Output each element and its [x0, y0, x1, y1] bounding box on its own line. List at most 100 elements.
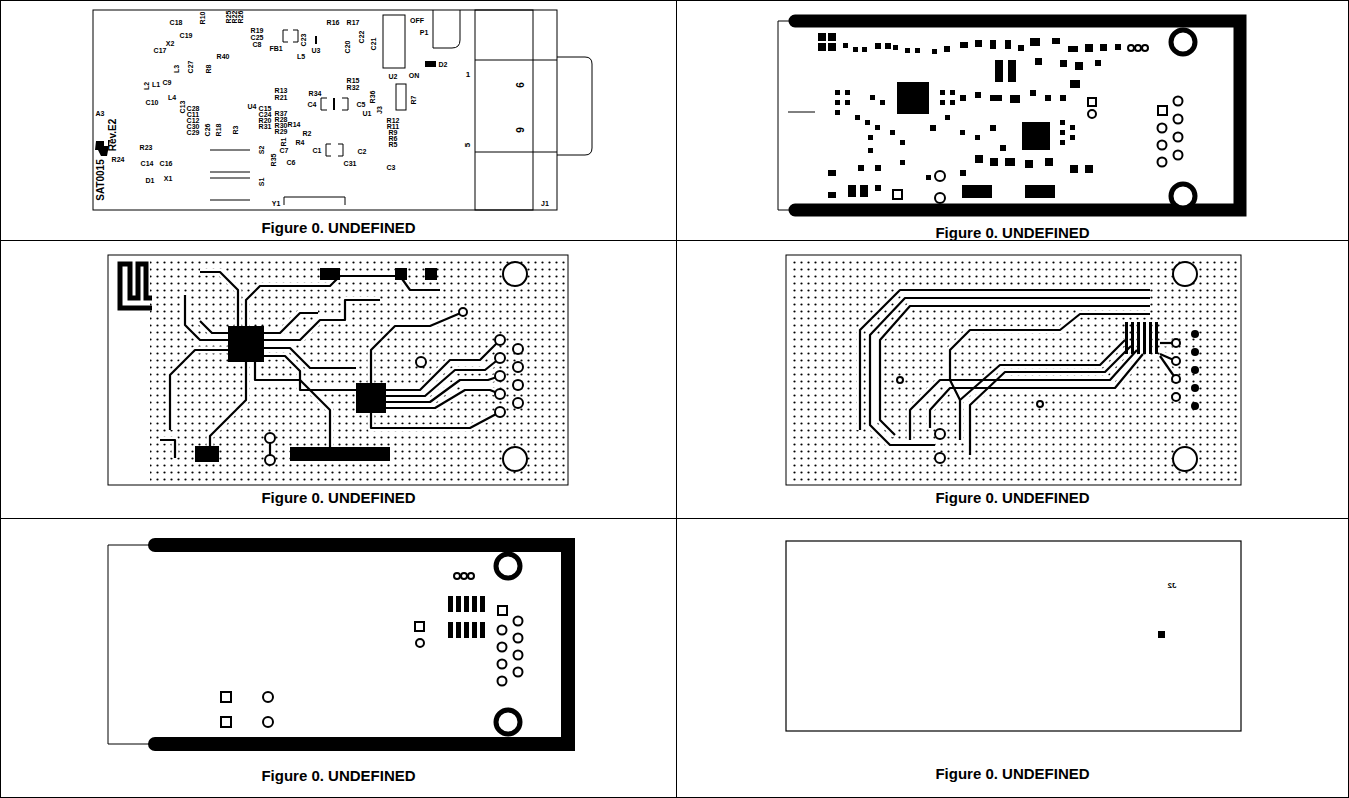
solder-pad	[1060, 130, 1065, 135]
solder-pad	[900, 160, 905, 165]
reference-designator: C23	[300, 34, 307, 47]
copper-trace	[170, 350, 228, 430]
reference-designator: S1	[258, 178, 265, 187]
reference-designator: R26	[237, 11, 244, 24]
figure-cell: Figure 0. UNDEFINED	[676, 518, 1349, 798]
solder-pad	[835, 90, 840, 95]
solder-pad	[990, 125, 996, 131]
silkscreen-outline	[321, 98, 327, 110]
reference-designator: C5	[357, 101, 366, 108]
reference-designator: R24	[112, 156, 125, 163]
ic-package	[897, 82, 929, 114]
figure-caption: Figure 0. UNDEFINED	[1, 768, 676, 784]
reference-designator: R11	[387, 123, 399, 130]
ic-package	[356, 383, 386, 413]
copper-pour	[790, 258, 1238, 482]
solder-pad	[464, 596, 469, 612]
solder-pad	[893, 45, 898, 50]
copper-trace	[386, 390, 500, 408]
connector-pad	[1158, 158, 1167, 167]
connector-pad	[1125, 322, 1128, 354]
connector-pad	[1128, 45, 1134, 51]
silkscreen-outline	[475, 10, 533, 210]
reference-designator: OFF	[410, 17, 424, 24]
figure-cell: Figure 0. UNDEFINED	[676, 240, 1349, 519]
mounting-hole	[459, 308, 467, 316]
connector-pad	[1088, 110, 1096, 118]
copper-trace	[371, 412, 500, 428]
solder-pad	[845, 100, 850, 105]
solder-pad	[1030, 38, 1040, 46]
silkscreen-outline	[475, 60, 557, 61]
reference-designator: D2	[439, 61, 448, 68]
board-outline	[786, 541, 1241, 731]
copper-trace	[269, 443, 271, 455]
solder-pad	[464, 622, 469, 638]
connector-pad	[1125, 322, 1199, 410]
mounting-hole	[513, 344, 523, 354]
reference-designator: R16	[327, 19, 340, 26]
copper-trace	[386, 340, 500, 390]
solder-pad	[480, 622, 485, 638]
connector-pad	[1191, 402, 1199, 410]
figure-caption: Figure 0. UNDEFINED	[677, 766, 1348, 782]
mounting-hole	[495, 407, 505, 417]
ic-package	[195, 268, 437, 462]
reference-designator: Y1	[272, 200, 281, 207]
copper-trace	[264, 300, 380, 340]
silkscreen-outline	[210, 172, 250, 173]
solder-pad	[828, 43, 836, 51]
reference-designator: D1	[146, 177, 155, 184]
reference-designator: R28	[275, 116, 288, 123]
copper-trace	[970, 346, 1131, 455]
connector-pad	[514, 651, 523, 660]
solder-pad	[1060, 140, 1065, 145]
connector-pad	[221, 717, 231, 727]
solder-pad	[962, 185, 992, 198]
mounting-hole	[1173, 447, 1197, 471]
solder-pad	[990, 40, 996, 49]
mounting-hole	[495, 389, 505, 399]
connector-pad	[1158, 124, 1167, 133]
solder-pad	[818, 33, 1121, 198]
reference-designator: R3	[232, 126, 239, 135]
connector-pad	[1088, 98, 1096, 106]
connector-pad	[935, 193, 945, 203]
copper-trace	[930, 354, 1143, 428]
silkscreen-outline	[475, 152, 557, 153]
reference-designator: J3	[376, 106, 383, 114]
mounting-hole	[935, 453, 945, 463]
solder-pad	[940, 100, 945, 105]
connector-pad	[263, 692, 273, 702]
solder-pad	[875, 165, 881, 171]
silkscreen-outline	[210, 200, 250, 201]
solder-pad	[975, 92, 981, 98]
connector-pad	[1135, 45, 1141, 51]
antenna-trace	[120, 264, 152, 308]
copper-trace	[246, 276, 440, 326]
copper-trace	[200, 321, 228, 333]
solder-pad	[855, 115, 860, 120]
reference-designator: C3	[387, 164, 396, 171]
silkscreen-mark	[95, 61, 436, 156]
solder-pad	[448, 622, 453, 638]
reference-designator: U2	[389, 73, 398, 80]
mounting-hole	[265, 433, 275, 443]
copper-trace	[264, 313, 318, 333]
mounting-hole	[495, 353, 505, 363]
copper-trace	[264, 356, 356, 390]
solder-pad	[1030, 90, 1036, 96]
reference-designator: L5	[297, 53, 305, 60]
ic-package	[195, 446, 219, 462]
reference-designator: J1	[541, 200, 549, 207]
solder-pad	[1060, 95, 1066, 101]
reference-designator: R37	[275, 110, 288, 117]
solder-pad	[1045, 95, 1051, 101]
mounting-hole	[897, 377, 903, 383]
solder-pad	[1070, 165, 1078, 173]
reference-designator: C15	[259, 105, 272, 112]
mounting-hole	[935, 429, 945, 439]
reference-designator: C7	[280, 147, 289, 154]
figure-caption: Figure 0. UNDEFINED	[1, 220, 676, 236]
